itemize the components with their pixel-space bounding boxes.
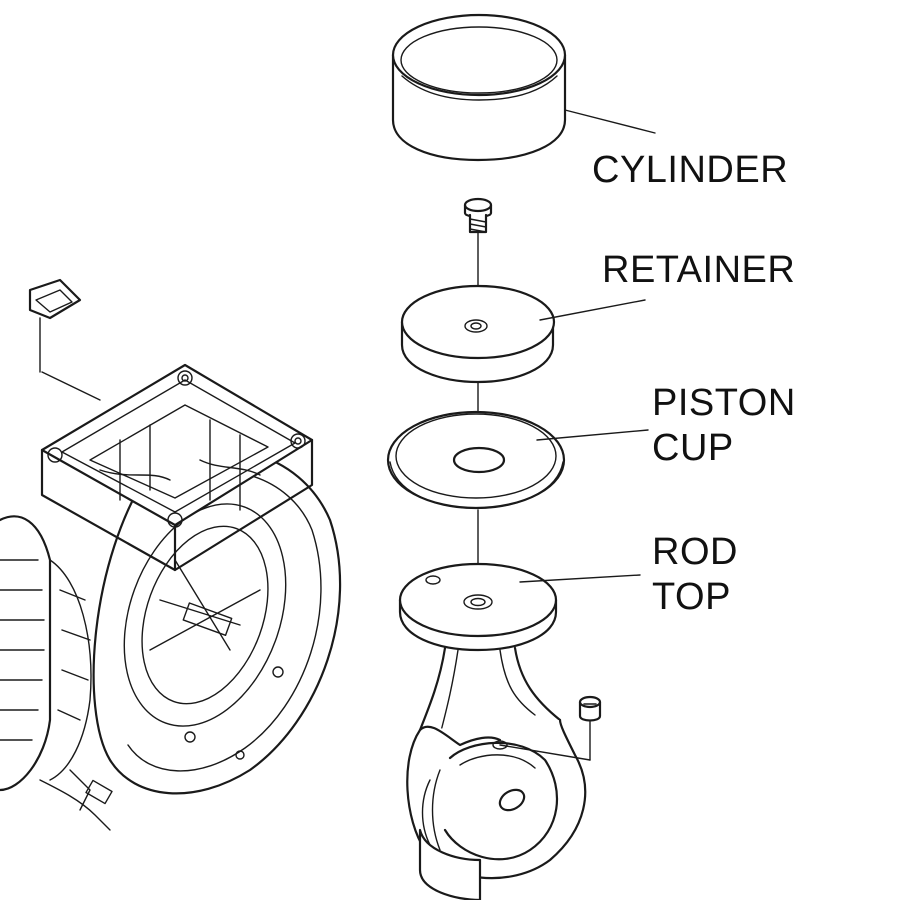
cup-label: CUP: [652, 427, 734, 469]
retainer-part: [400, 284, 556, 384]
piston-label: PISTON: [652, 382, 796, 424]
compressor-housing: [0, 278, 342, 831]
part-labels: CYLINDER RETAINER PISTON CUP ROD TOP: [592, 149, 796, 618]
cylinder-leader-line: [564, 109, 656, 134]
leader-lines: [519, 109, 656, 583]
retainer-leader-line: [539, 299, 646, 321]
set-screw-part: [499, 695, 602, 761]
piston-cup-leader-line: [536, 429, 649, 441]
retainer-label: RETAINER: [602, 249, 795, 291]
top-label: TOP: [652, 576, 731, 618]
rod-top-part: [398, 562, 558, 652]
rod-top-leader-line: [519, 574, 641, 583]
rod-label: ROD: [652, 531, 738, 573]
piston-cup-part: [386, 410, 566, 510]
cylinder-label: CYLINDER: [592, 149, 788, 191]
cylinder-part: [391, 13, 567, 162]
connecting-rod-part: [406, 646, 587, 900]
screw-part: [463, 197, 493, 234]
